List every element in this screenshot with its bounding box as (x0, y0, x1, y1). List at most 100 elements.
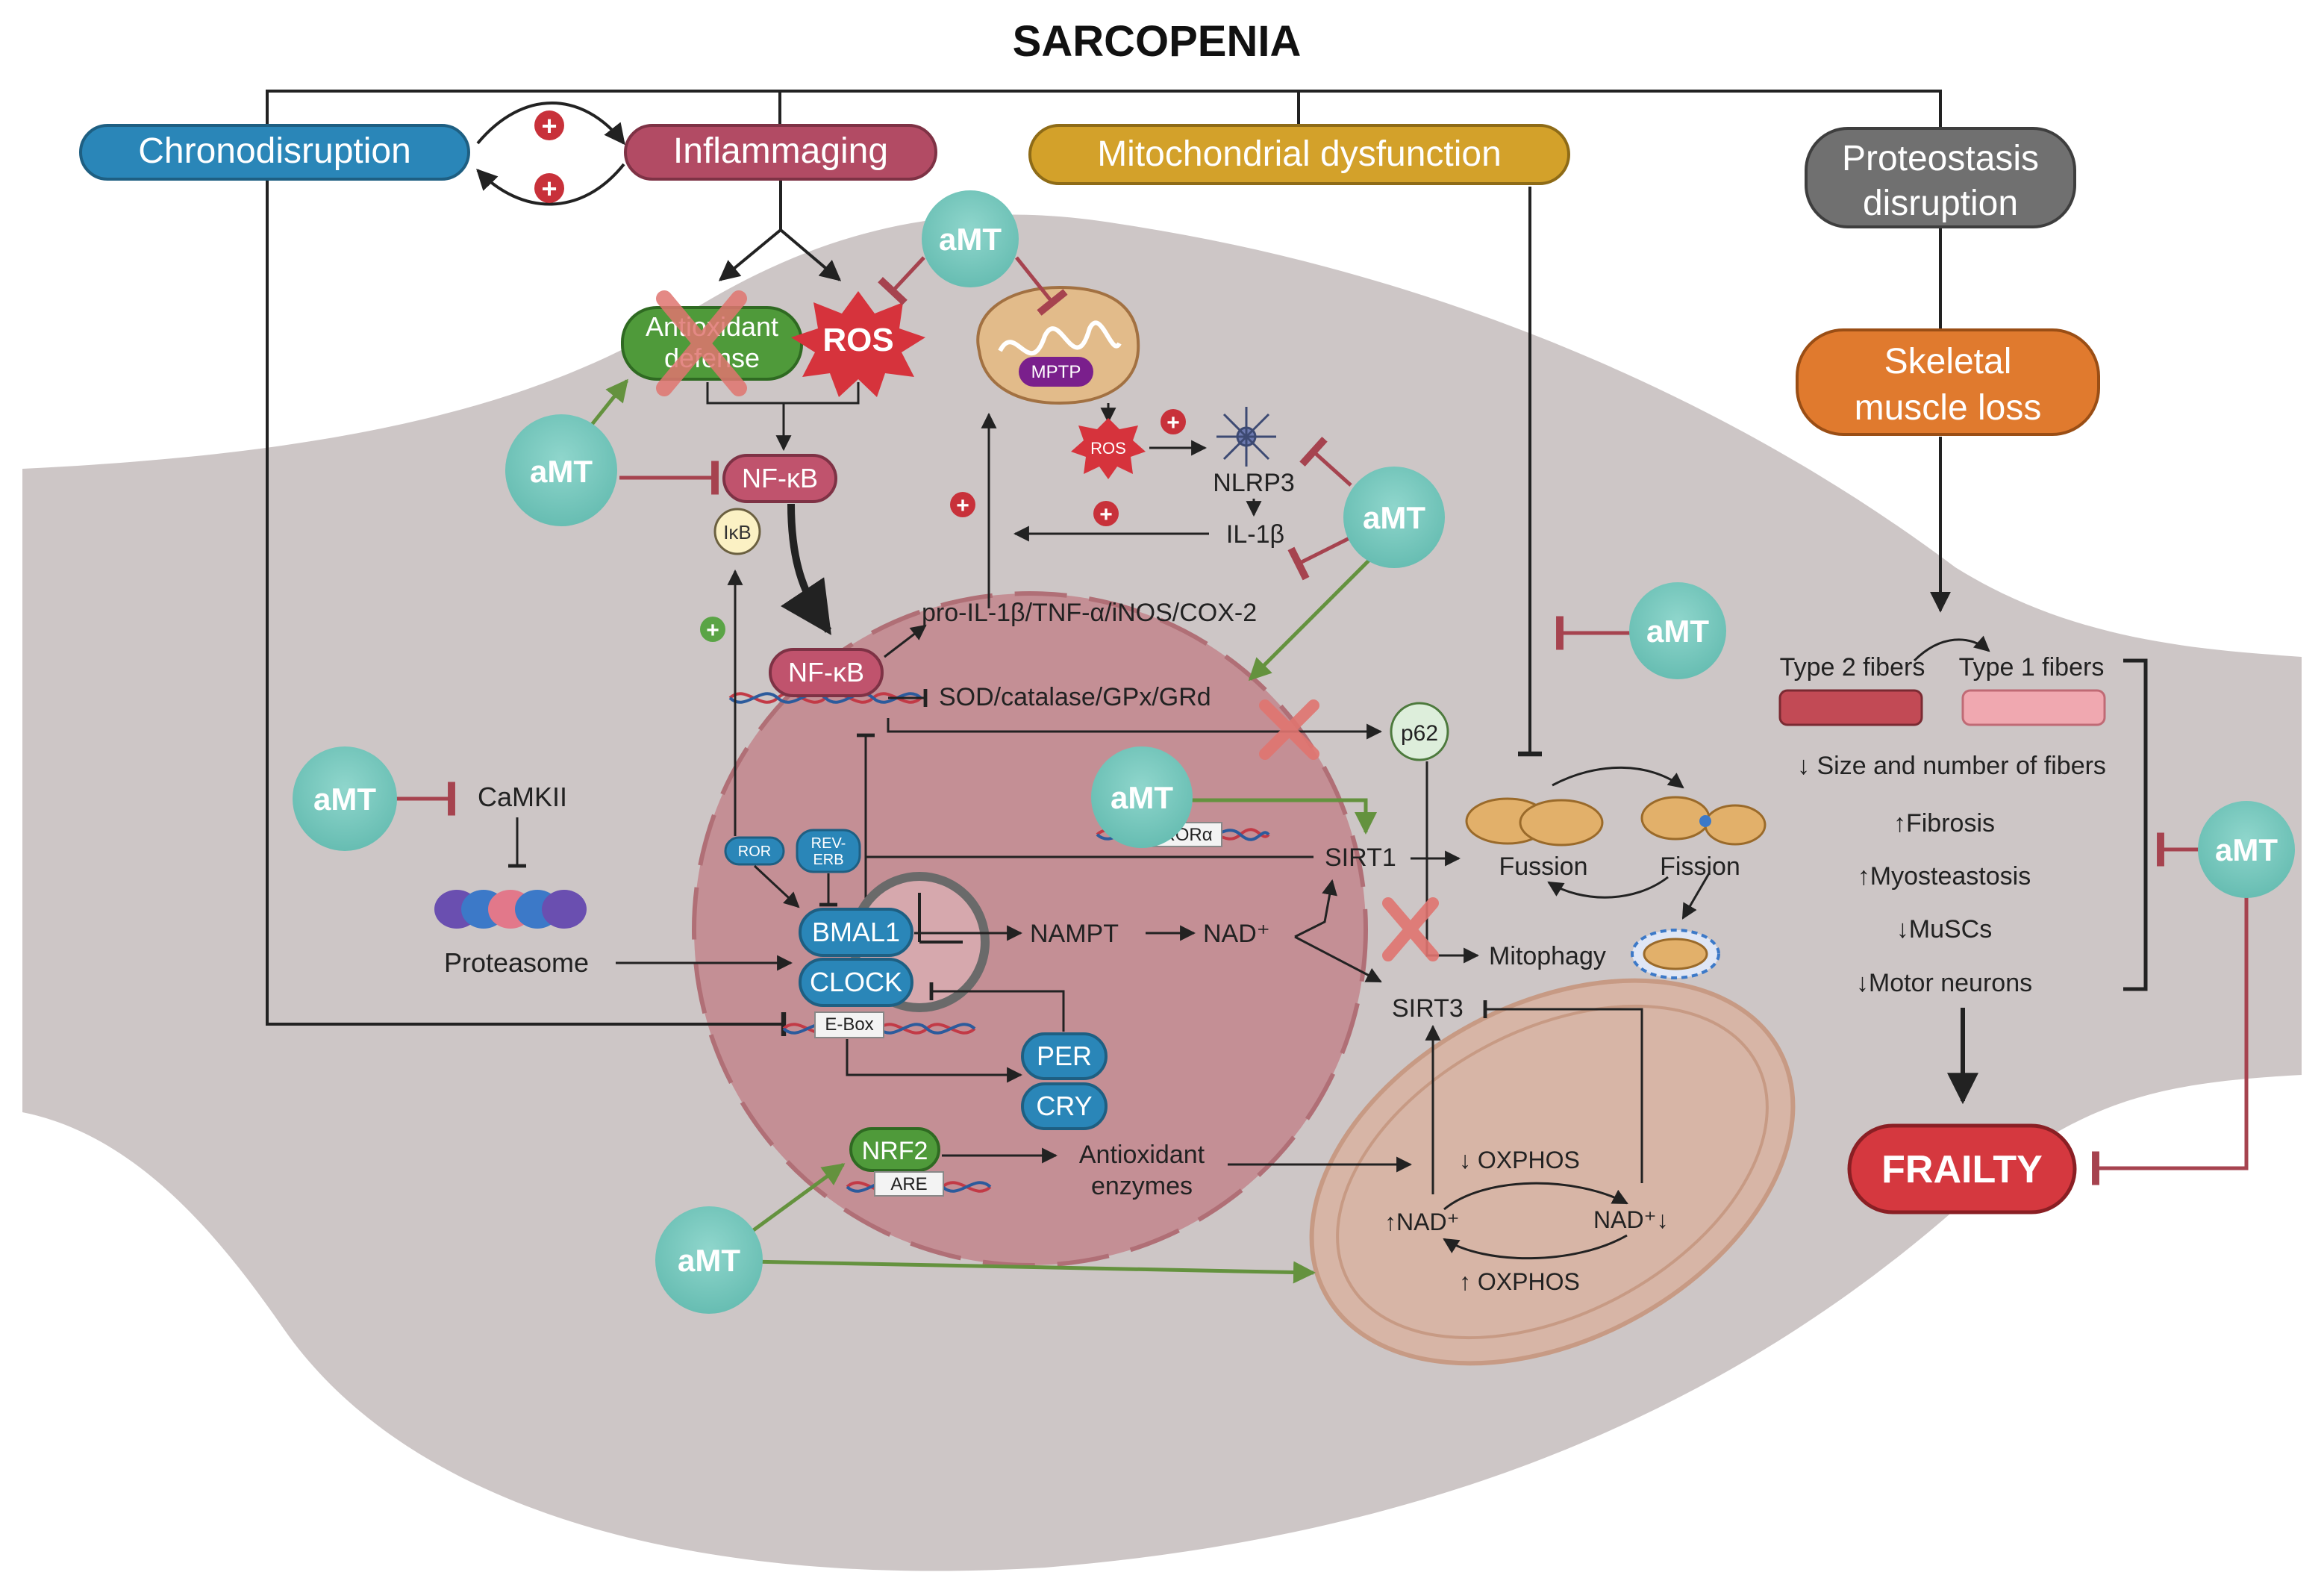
type2-to-type1-arrow (1913, 635, 1990, 662)
oxphos-down-label: ↓ OXPHOS (1459, 1147, 1580, 1173)
svg-text:+: + (956, 493, 969, 518)
svg-text:aMT: aMT (1363, 500, 1425, 535)
svg-text:+: + (541, 110, 557, 141)
sirt3-label: SIRT3 (1392, 994, 1464, 1023)
chrono-inflamm-cycle (476, 102, 625, 206)
type2-fiber-icon (1778, 689, 1923, 726)
page-title: SARCOPENIA (1013, 17, 1302, 66)
svg-text:MPTP: MPTP (1031, 362, 1081, 382)
mitophagy-label: Mitophagy (1489, 942, 1606, 970)
svg-text:aMT: aMT (2215, 832, 2278, 867)
cross-icon (1259, 699, 1319, 760)
fission-label: Fission (1660, 852, 1740, 881)
chronodisruption-box: Chronodisruption (79, 124, 470, 181)
damaged-mitochondrion: MPTP (976, 285, 1140, 405)
nad-to-sirt3-arrow (1294, 935, 1382, 983)
sod-label: SOD/catalase/GPx/GRd (939, 683, 1211, 711)
pro-il-label: pro-IL-1β/TNF-α/iNOS/COX-2 (922, 599, 1257, 627)
svg-text:NF-κB: NF-κB (788, 657, 864, 687)
svg-text:ARE: ARE (890, 1174, 927, 1194)
nfkb-cytoplasm-pill: NF-κB (722, 454, 837, 503)
motor-neurons-label: ↓Motor neurons (1856, 969, 2032, 997)
are-label-box: ARE (874, 1171, 944, 1197)
fibers-bracket (2123, 658, 2148, 991)
frailty-box: FRAILTY (1847, 1123, 2077, 1214)
svg-text:aMT: aMT (1111, 780, 1173, 815)
amt-circle: aMT (922, 190, 1019, 287)
nad-up-label: ↑NAD⁺ (1384, 1209, 1459, 1235)
svg-text:ROR: ROR (738, 844, 771, 860)
cross-icon (656, 290, 747, 396)
fussion-to-fission-arrow (1552, 766, 1684, 789)
muscs-label: ↓MuSCs (1896, 915, 1992, 944)
top-connector-lines (266, 90, 1942, 1036)
amt-circle: aMT (293, 746, 397, 851)
oxphos-up-label: ↑ OXPHOS (1459, 1268, 1580, 1295)
svg-text:REV-: REV- (811, 835, 846, 852)
nad-label: NAD⁺ (1203, 920, 1270, 948)
fission-to-fussion-arrow (1547, 876, 1669, 899)
clock-pill: CLOCK (799, 958, 913, 1007)
svg-text:ROS: ROS (1090, 439, 1126, 458)
amt-activates-mito (749, 1259, 1316, 1284)
mitochondrion-fission-icon (1640, 796, 1767, 846)
svg-text:CRY: CRY (1036, 1091, 1092, 1121)
mitochondrion-fussion-icon (1465, 797, 1604, 846)
amt-activates-sod (1248, 555, 1375, 682)
ebox-to-per-arrow (846, 1039, 1023, 1083)
nrf2-pill: NRF2 (849, 1127, 940, 1172)
svg-text:NF-κB: NF-κB (742, 463, 818, 493)
rev-erb-pill: REV- ERB (796, 829, 861, 873)
plus-icon: + (700, 617, 725, 643)
svg-text:+: + (541, 173, 557, 204)
antioxidant-enzymes-line1: Antioxidant (1079, 1141, 1205, 1169)
nfkb-to-p62-arrow (887, 718, 1383, 740)
plus-icon: + (1161, 409, 1186, 435)
il1b-label: IL-1β (1226, 520, 1284, 549)
amt-inhibits-ros (878, 256, 925, 305)
nampt-label: NAMPT (1030, 920, 1119, 948)
amt-circle: aMT (655, 1206, 763, 1314)
svg-text:aMT: aMT (1646, 614, 1709, 649)
fission-to-mitophagy-arrow (1681, 873, 1711, 920)
svg-text:+: + (706, 618, 719, 643)
inflammaging-box: Inflammaging (624, 124, 937, 181)
svg-text:NRF2: NRF2 (862, 1137, 928, 1165)
mitophagy-icon (1631, 929, 1720, 979)
svg-text:IκB: IκB (723, 521, 752, 543)
svg-text:Skeletal: Skeletal (1884, 342, 2012, 381)
svg-text:aMT: aMT (530, 454, 593, 489)
cross-icon (1382, 897, 1439, 961)
svg-text:BMAL1: BMAL1 (812, 917, 900, 947)
svg-text:+: + (1166, 411, 1180, 435)
nad-cycle-bottom (1443, 1234, 1628, 1260)
plus-icon: + (1093, 501, 1119, 527)
ros-to-nfkb-line (706, 382, 860, 452)
svg-text:PER: PER (1037, 1041, 1092, 1071)
mitochondrial-dysfunction-box: Mitochondrial dysfunction (1028, 124, 1570, 185)
svg-text:muscle loss: muscle loss (1855, 388, 2042, 428)
p62-circle: p62 (1390, 702, 1449, 761)
nfkb-nucleus-pill: NF-κB (769, 648, 884, 697)
amt-activates-sirt1 (1183, 798, 1377, 835)
proteasome-label: Proteasome (444, 947, 589, 978)
ros-small-burst: ROS (1071, 418, 1146, 479)
nad-down-label: NAD⁺↓ (1593, 1206, 1668, 1233)
amt-inhibits-il1b (1287, 535, 1352, 581)
amt-circle: aMT (505, 414, 617, 526)
ikb-circle: IκB (713, 508, 761, 555)
antioxidant-enzymes-line2: enzymes (1091, 1172, 1193, 1200)
type1-fiber-icon (1961, 689, 2106, 726)
ror-pill: ROR (724, 836, 785, 866)
type2-label: Type 2 fibers (1780, 653, 1925, 682)
svg-text:Chronodisruption: Chronodisruption (138, 131, 411, 171)
camkii-label: CaMKII (478, 782, 567, 812)
amt-circle: aMT (1629, 582, 1726, 679)
svg-text:CLOCK: CLOCK (810, 967, 902, 997)
myosteatosis-label: ↑Myosteastosis (1858, 862, 2031, 891)
svg-text:+: + (1099, 502, 1113, 527)
svg-text:aMT: aMT (939, 222, 1002, 257)
svg-text:Proteostasis: Proteostasis (1842, 139, 2039, 178)
per-pill: PER (1021, 1032, 1108, 1080)
